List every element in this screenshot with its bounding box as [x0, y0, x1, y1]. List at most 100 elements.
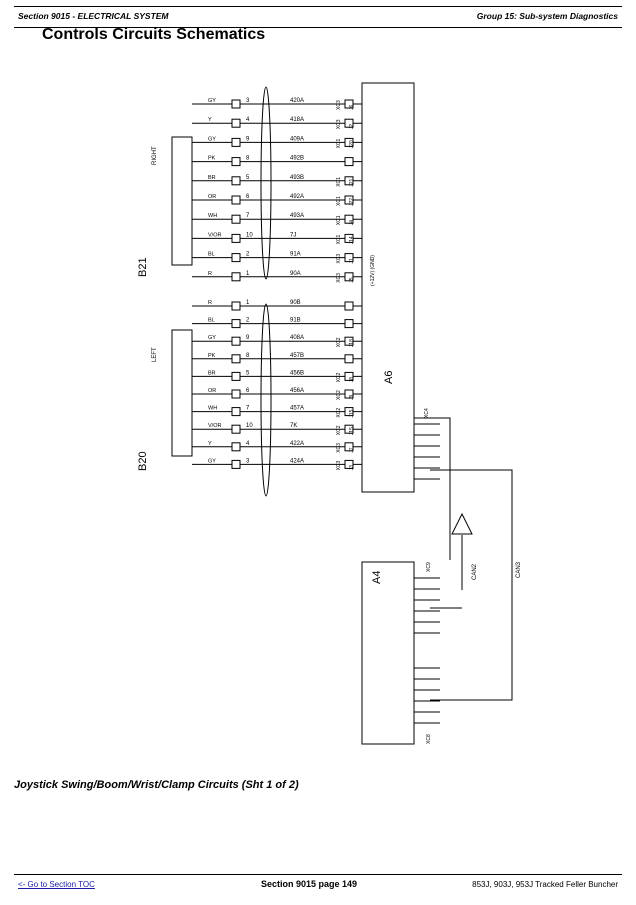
left-pin-number: 3	[246, 458, 250, 464]
machine-model: 853J, 903J, 953J Tracked Feller Buncher	[472, 880, 618, 889]
b20-joystick-box	[171, 329, 193, 457]
left-connector-id: XC3	[336, 443, 342, 453]
right-wire-color: BR	[208, 175, 216, 181]
left-wire-color: OR	[208, 388, 216, 394]
right-wire-number: 420A	[290, 98, 304, 104]
left-controller-pin	[344, 336, 354, 346]
left-shield	[260, 303, 272, 497]
right-controller-pin	[344, 233, 354, 243]
right-wire-number: 492A	[290, 194, 304, 200]
left-terminal-id: J15	[349, 427, 355, 435]
left-connector-pin	[231, 424, 241, 434]
left-connector-pin	[231, 442, 241, 452]
right-terminal-id: J4	[349, 220, 355, 226]
right-terminal-id: J2	[349, 124, 355, 130]
right-connector-pin	[231, 99, 241, 109]
left-connector-id: XC2	[336, 337, 342, 347]
right-controller-pin	[344, 214, 354, 224]
right-wire-color: GY	[208, 136, 216, 142]
page-title: Controls Circuits Schematics	[42, 26, 266, 43]
left-wire-number: 424A	[290, 458, 304, 464]
right-connector-pin	[231, 157, 241, 167]
left-connector-id: XC2	[336, 425, 342, 435]
right-controller-pin	[344, 253, 354, 263]
left-pin-number: 8	[246, 353, 250, 359]
left-wire-number: 91B	[290, 318, 301, 324]
left-controller-pin	[344, 301, 354, 311]
right-connector-pin	[231, 253, 241, 263]
left-connector-pin	[231, 301, 241, 311]
right-wire-number: 91A	[290, 252, 301, 258]
right-connector-id: XC1	[336, 196, 342, 206]
right-wire-color: OR	[208, 194, 216, 200]
right-connector-pin	[231, 195, 241, 205]
right-terminal-id: J14	[349, 236, 355, 244]
group-title: Group 15: Sub-system Diagnostics	[476, 11, 618, 21]
left-wire-color: BR	[208, 370, 216, 376]
can2-label: CAN2	[472, 563, 478, 580]
section-toc-link[interactable]: <- Go to Section TOC	[18, 880, 95, 889]
left-label: LEFT	[152, 347, 158, 362]
left-wire-color: PK	[208, 353, 216, 359]
right-connector-id: XC1	[336, 177, 342, 187]
a4-controller-box	[361, 561, 415, 745]
left-wire-color: GY	[208, 458, 216, 464]
xc8-label: XC8	[426, 734, 432, 744]
right-terminal-id: J20	[349, 140, 355, 148]
right-controller-pin	[344, 157, 354, 167]
can-link-a	[414, 417, 451, 560]
right-pin-number: 10	[246, 232, 253, 238]
left-wire-number: 90B	[290, 300, 301, 306]
left-pin-number: 1	[246, 300, 250, 306]
right-pin-number: 2	[246, 252, 250, 258]
right-terminal-id: J22	[349, 198, 355, 206]
right-controller-pin	[344, 118, 354, 128]
left-wire-number: 457A	[290, 406, 304, 412]
left-wire-number: 7K	[290, 423, 297, 429]
right-pin-number: 3	[246, 98, 250, 104]
can-terminator	[451, 512, 473, 535]
right-controller-pin	[344, 176, 354, 186]
page-footer: <- Go to Section TOC Section 9015 page 1…	[14, 874, 622, 893]
left-wire-color: R	[208, 300, 212, 306]
a6-label: A6	[383, 371, 395, 384]
left-terminal-id: J3	[349, 465, 355, 471]
b21-joystick-box	[171, 136, 193, 266]
left-connector-pin	[231, 319, 241, 329]
b21-label: B21	[137, 257, 149, 277]
right-wire-number: 493B	[290, 175, 304, 181]
left-wire-color: GY	[208, 335, 216, 341]
right-wire-color: V/OR	[208, 232, 221, 238]
left-wire-color: BL	[208, 318, 215, 324]
left-pin-number: 6	[246, 388, 250, 394]
right-pin-number: 4	[246, 117, 250, 123]
left-pin-number: 2	[246, 318, 250, 324]
can3-line	[430, 469, 513, 701]
right-connector-pin	[231, 118, 241, 128]
right-connector-pin	[231, 233, 241, 243]
left-pin-number: 4	[246, 441, 250, 447]
right-connector-pin	[231, 272, 241, 282]
a4-label: A4	[371, 571, 383, 584]
left-connector-pin	[231, 354, 241, 364]
left-connector-pin	[231, 371, 241, 381]
page-header: Section 9015 - ELECTRICAL SYSTEM Group 1…	[14, 6, 622, 28]
left-pin-number: 9	[246, 335, 250, 341]
right-controller-pin	[344, 137, 354, 147]
left-controller-pin	[344, 371, 354, 381]
figure-caption: Joystick Swing/Boom/Wrist/Clamp Circuits…	[14, 779, 299, 791]
right-pin-number: 1	[246, 271, 250, 277]
can3-label: CAN3	[516, 561, 522, 578]
right-terminal-id: J21	[349, 179, 355, 187]
right-connector-id: XC3	[336, 254, 342, 264]
right-connector-pin	[231, 137, 241, 147]
right-pin-number: 5	[246, 175, 250, 181]
right-wire-color: GY	[208, 98, 216, 104]
left-wire-number: 408A	[290, 335, 304, 341]
right-wire-number: 409A	[290, 136, 304, 142]
left-connector-pin	[231, 407, 241, 417]
right-connector-pin	[231, 214, 241, 224]
left-controller-pin	[344, 389, 354, 399]
right-wire-number: 493A	[290, 213, 304, 219]
